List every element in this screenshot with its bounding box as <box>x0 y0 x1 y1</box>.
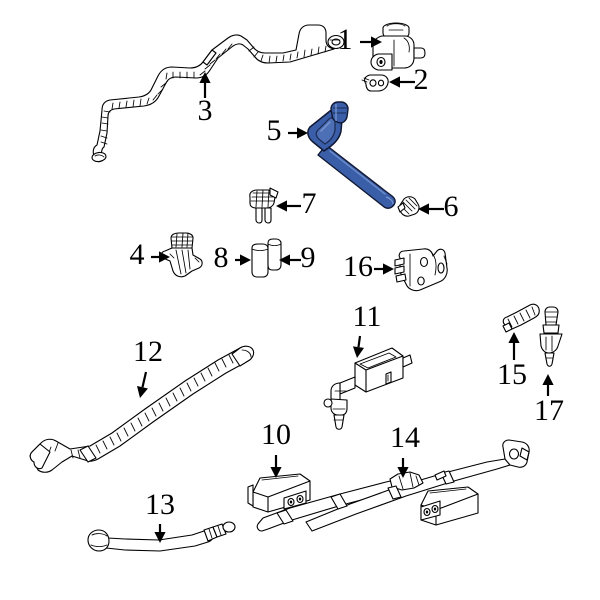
callout-arrowhead-12 <box>137 386 148 398</box>
callout-leader-line-12 <box>141 371 148 388</box>
callout-number-15: 15 <box>497 358 527 391</box>
callout-17[interactable]: 17 <box>534 374 564 427</box>
callout-number-12: 12 <box>133 335 163 368</box>
callout-number-17: 17 <box>534 394 564 427</box>
callout-7[interactable]: 7 <box>276 187 317 220</box>
part-7-push-pin-clip[interactable] <box>249 187 279 224</box>
part-10-vapor-canister-upper[interactable] <box>247 473 311 513</box>
callout-leader-line-11 <box>357 335 362 348</box>
callout-arrowhead-16 <box>383 263 394 275</box>
callout-number-1: 1 <box>338 23 353 56</box>
callout-11[interactable]: 11 <box>353 300 382 358</box>
callout-arrowhead-5 <box>297 127 308 139</box>
callout-6[interactable]: 6 <box>418 190 459 223</box>
callout-14[interactable]: 14 <box>390 421 420 478</box>
callout-16[interactable]: 16 <box>343 250 394 283</box>
callout-2[interactable]: 2 <box>389 63 429 96</box>
callout-12[interactable]: 12 <box>133 335 163 398</box>
part-13-fuel-vapor-hose-short[interactable] <box>87 521 236 552</box>
callout-arrowhead-6 <box>418 203 429 215</box>
callout-5[interactable]: 5 <box>267 114 309 147</box>
part-10-vapor-canister-lower[interactable] <box>420 486 479 526</box>
callout-9[interactable]: 9 <box>279 241 316 274</box>
callout-arrowhead-1 <box>371 36 382 48</box>
callout-arrowhead-2 <box>389 76 400 88</box>
callout-arrowhead-17 <box>542 374 554 385</box>
callout-15[interactable]: 15 <box>497 332 527 391</box>
callout-arrowhead-3 <box>199 72 211 83</box>
part-1-egr-valve[interactable] <box>370 22 426 71</box>
callout-arrowhead-10 <box>270 467 282 478</box>
part-2-egr-valve-gasket[interactable] <box>361 74 389 92</box>
callout-number-13: 13 <box>145 488 175 521</box>
part-12-fuel-vapor-hose-long[interactable] <box>29 345 255 473</box>
callout-number-9: 9 <box>301 241 316 274</box>
callout-number-11: 11 <box>353 300 382 333</box>
callout-8[interactable]: 8 <box>214 241 252 274</box>
callout-number-4: 4 <box>130 238 145 271</box>
part-15-connector-fitting[interactable] <box>502 303 540 333</box>
part-6-bolt[interactable] <box>397 196 420 217</box>
part-3-vacuum-hose-assembly[interactable] <box>91 24 345 163</box>
callout-13[interactable]: 13 <box>145 488 175 543</box>
callout-number-8: 8 <box>214 241 229 274</box>
callout-number-14: 14 <box>390 421 420 454</box>
callout-number-16: 16 <box>343 250 373 283</box>
callout-number-10: 10 <box>261 418 291 451</box>
callout-arrowhead-8 <box>240 254 251 266</box>
callout-1[interactable]: 1 <box>338 23 383 56</box>
part-16-bracket-mount[interactable] <box>394 248 448 292</box>
callout-number-7: 7 <box>302 187 317 220</box>
callout-number-5: 5 <box>267 114 282 147</box>
callout-10[interactable]: 10 <box>261 418 291 478</box>
part-11-purge-valve-solenoid[interactable] <box>323 347 413 430</box>
callout-arrowhead-13 <box>154 532 166 543</box>
callout-number-2: 2 <box>414 63 429 96</box>
callout-arrowhead-11 <box>352 346 365 358</box>
callout-arrowhead-4 <box>159 251 170 263</box>
part-14-fuel-line-assembly[interactable] <box>256 439 530 532</box>
part-17-valve-fitting[interactable] <box>539 306 563 367</box>
part-4-retainer-clip[interactable] <box>160 232 203 278</box>
callout-number-3: 3 <box>198 94 213 127</box>
part-8-9-connector-body[interactable] <box>251 238 282 278</box>
part-5-egr-tube-highlighted[interactable] <box>307 101 396 209</box>
callout-4[interactable]: 4 <box>130 238 171 271</box>
callout-number-6: 6 <box>444 190 459 223</box>
callout-3[interactable]: 3 <box>198 72 213 127</box>
callout-arrowhead-9 <box>279 254 290 266</box>
callout-arrowhead-14 <box>397 467 409 478</box>
callout-arrowhead-7 <box>276 200 287 212</box>
callout-arrowhead-15 <box>508 332 520 343</box>
